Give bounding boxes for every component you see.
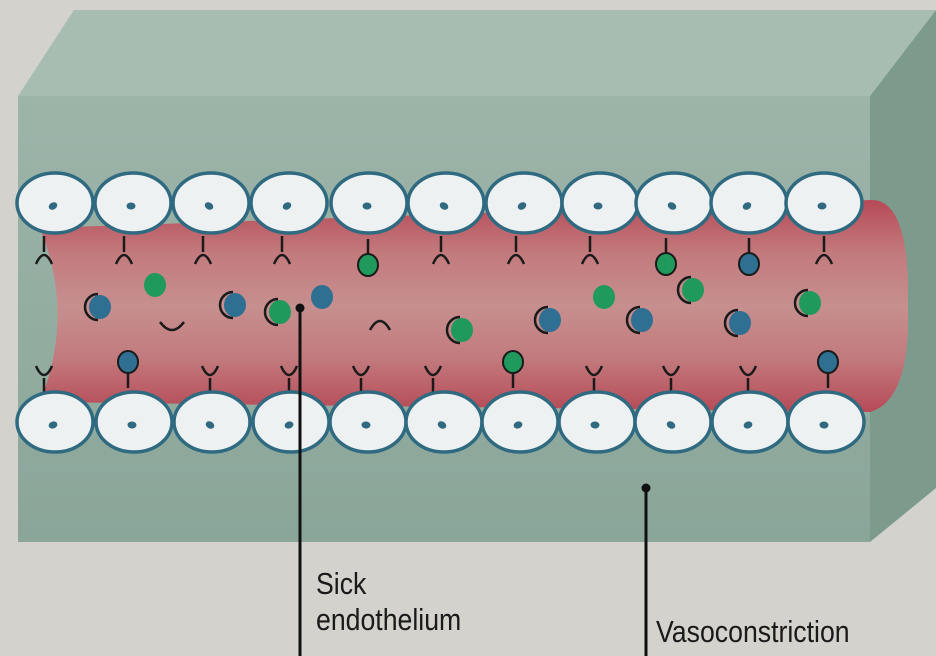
vessel-wall-top: [18, 10, 936, 96]
vasoconstriction-label: Vasoconstriction: [656, 614, 850, 650]
sick-endothelium-label-line1: Sick: [316, 566, 461, 602]
endothelial-cell-icon: [17, 392, 93, 452]
endothelial-cell-icon: [17, 173, 93, 233]
endothelial-cell-icon: [406, 392, 482, 452]
endothelial-cell-icon: [408, 173, 484, 233]
endothelial-cell-icon: [711, 173, 787, 233]
endothelial-cell-icon: [330, 392, 406, 452]
blue-molecule-icon: [311, 285, 333, 309]
sick-endothelium-label: Sick endothelium: [316, 566, 461, 637]
endothelial-cell-icon: [786, 173, 862, 233]
endothelial-cell-icon: [562, 173, 638, 233]
endothelial-cell-icon: [635, 392, 711, 452]
green-molecule-icon: [144, 273, 166, 297]
endothelial-cell-icon: [636, 173, 712, 233]
vessel-lumen: [40, 200, 908, 412]
endothelial-cell-icon: [482, 392, 558, 452]
endothelial-cell-icon: [173, 173, 249, 233]
endothelial-cell-icon: [96, 392, 172, 452]
endothelial-cell-icon: [331, 173, 407, 233]
endothelial-cell-icon: [95, 173, 171, 233]
endothelial-cell-icon: [174, 392, 250, 452]
endothelial-cell-icon: [559, 392, 635, 452]
endothelial-cell-icon: [251, 173, 327, 233]
sick-endothelium-label-line2: endothelium: [316, 602, 461, 638]
endothelial-cell-icon: [712, 392, 788, 452]
green-molecule-icon: [593, 285, 615, 309]
endothelial-cell-icon: [788, 392, 864, 452]
endothelial-cell-icon: [253, 392, 329, 452]
endothelial-cell-icon: [486, 173, 562, 233]
